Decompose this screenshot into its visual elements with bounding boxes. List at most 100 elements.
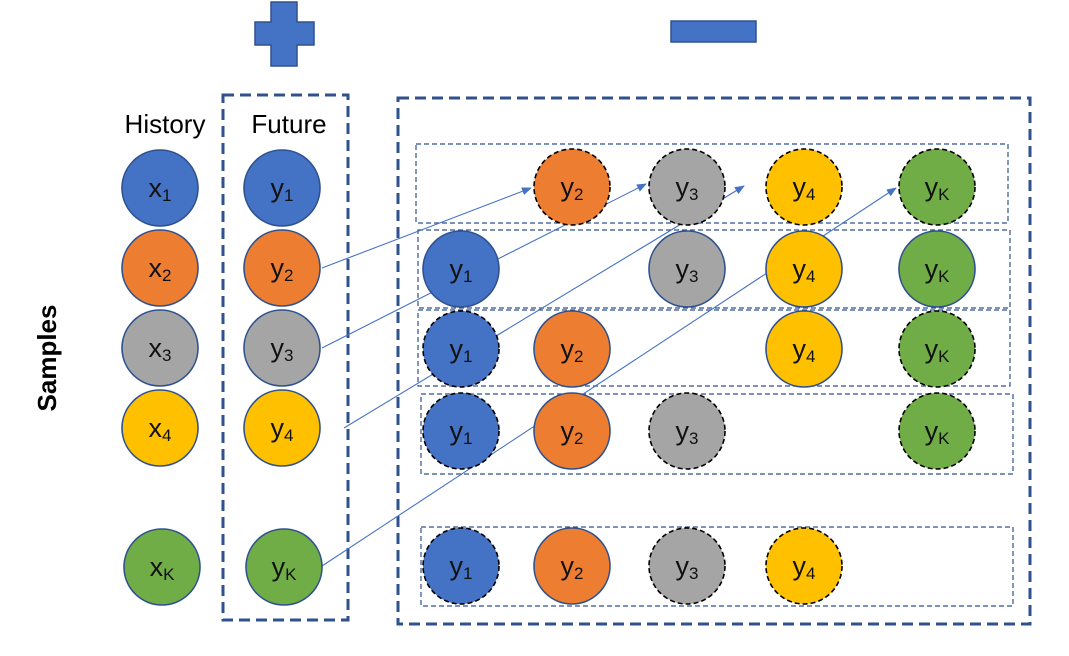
node-circle <box>648 392 726 470</box>
node-label-subscript: 1 <box>162 186 171 205</box>
node-circle <box>123 528 201 606</box>
node-y-k: yK <box>898 310 976 388</box>
node-label-base: y <box>271 173 285 203</box>
node-circle <box>533 310 611 388</box>
node-label: y4 <box>271 413 294 445</box>
negative-row-box <box>420 526 1014 607</box>
node-label-subscript: 3 <box>162 346 171 365</box>
node-label: yK <box>925 172 951 204</box>
node-label: y1 <box>450 416 473 448</box>
node-label-base: x <box>149 413 163 443</box>
node-label-subscript: 4 <box>162 426 171 445</box>
node-circle <box>243 149 321 227</box>
node-label-base: y <box>561 334 575 364</box>
node-label-base: x <box>149 253 163 283</box>
node-label-base: y <box>271 333 285 363</box>
node-circle <box>648 148 726 226</box>
node-label: yK <box>925 334 951 366</box>
node-label: yK <box>272 552 298 584</box>
node-y-4: y4 <box>765 310 843 388</box>
node-circle <box>422 527 500 605</box>
node-label-base: x <box>149 173 163 203</box>
minus-sign-icon <box>670 20 757 43</box>
node-label-subscript: 1 <box>284 186 293 205</box>
node-y-2: y2 <box>533 310 611 388</box>
node-label: y2 <box>561 334 584 366</box>
node-label-subscript: 4 <box>806 347 815 366</box>
node-circle <box>245 528 323 606</box>
node-y-2: y2 <box>243 229 321 307</box>
negative-row-boxes <box>415 143 1014 607</box>
node-y-1: y1 <box>422 310 500 388</box>
node-label: y2 <box>271 253 294 285</box>
node-y-4: y4 <box>765 230 843 308</box>
node-circle <box>533 527 611 605</box>
node-y-2: y2 <box>533 148 611 226</box>
node-label: y3 <box>676 551 699 583</box>
node-label: y3 <box>676 416 699 448</box>
node-label: x2 <box>149 253 172 285</box>
node-label-base: y <box>676 172 690 202</box>
node-label-subscript: K <box>163 565 175 584</box>
node-label: y3 <box>676 254 699 286</box>
node-label-subscript: 1 <box>463 429 472 448</box>
node-y-1: y1 <box>422 392 500 470</box>
node-y-2: y2 <box>533 392 611 470</box>
node-label-subscript: K <box>938 185 950 204</box>
node-circle <box>533 148 611 226</box>
positive-frame <box>221 93 350 622</box>
node-y-4: y4 <box>765 527 843 605</box>
node-label-subscript: 2 <box>284 266 293 285</box>
node-label-base: y <box>561 172 575 202</box>
node-label-subscript: 1 <box>463 564 472 583</box>
negative-row-box <box>417 229 1011 309</box>
node-label-base: y <box>925 416 939 446</box>
node-label-base: y <box>272 552 286 582</box>
node-label-base: y <box>925 172 939 202</box>
node-label: y1 <box>450 334 473 366</box>
node-y-1: y1 <box>422 230 500 308</box>
node-label: x3 <box>149 333 172 365</box>
node-label: y4 <box>793 551 816 583</box>
node-label-base: y <box>561 551 575 581</box>
node-label-base: y <box>271 413 285 443</box>
node-circle <box>121 229 199 307</box>
node-circle <box>898 148 976 226</box>
node-y-1: y1 <box>243 149 321 227</box>
samples-label: Samples <box>32 305 62 412</box>
node-label-base: y <box>450 551 464 581</box>
node-x-3: x3 <box>121 309 199 387</box>
node-circle <box>765 310 843 388</box>
node-label: y4 <box>793 172 816 204</box>
node-x-2: x2 <box>121 229 199 307</box>
node-label: y1 <box>450 254 473 286</box>
node-y-4: y4 <box>765 148 843 226</box>
node-label-subscript: 2 <box>574 429 583 448</box>
node-label-subscript: K <box>938 347 950 366</box>
node-label-subscript: 4 <box>806 185 815 204</box>
node-label-subscript: 4 <box>806 267 815 286</box>
node-label-subscript: 2 <box>574 185 583 204</box>
node-label-base: y <box>793 551 807 581</box>
node-label-base: y <box>793 334 807 364</box>
node-y-3: y3 <box>648 527 726 605</box>
node-label-subscript: K <box>938 429 950 448</box>
node-circle <box>243 229 321 307</box>
node-label-subscript: 3 <box>689 185 698 204</box>
node-y-k: yK <box>898 148 976 226</box>
node-label: y1 <box>271 173 294 205</box>
node-circle <box>898 230 976 308</box>
node-label: x1 <box>149 173 172 205</box>
node-label-base: y <box>793 254 807 284</box>
node-circle <box>243 309 321 387</box>
node-label-subscript: 1 <box>463 267 472 286</box>
node-y-2: y2 <box>533 527 611 605</box>
negative-row-box <box>417 309 1011 387</box>
node-y-3: y3 <box>648 392 726 470</box>
node-label-base: y <box>793 172 807 202</box>
future-header: Future <box>251 109 326 139</box>
node-label: y3 <box>676 172 699 204</box>
node-y-k: yK <box>245 528 323 606</box>
node-x-1: x1 <box>121 149 199 227</box>
